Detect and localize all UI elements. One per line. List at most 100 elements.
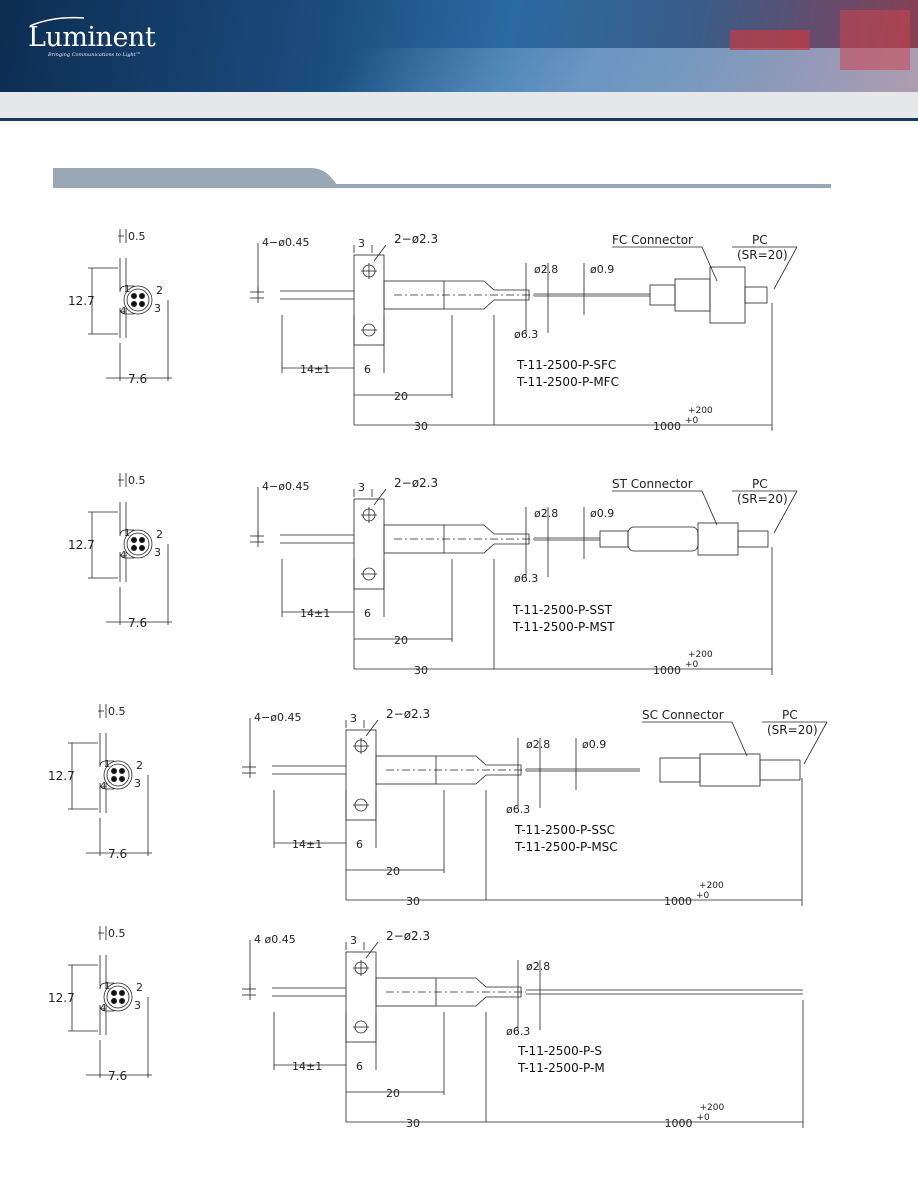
outer-diameter-6-3: ø6.3 bbox=[506, 1025, 530, 1038]
pin-4-label: 4 bbox=[120, 306, 126, 317]
connector-2 bbox=[599, 522, 769, 556]
thickness-label: 0.5 bbox=[108, 705, 126, 718]
pin-2-label: 2 bbox=[136, 981, 143, 994]
length-6-label: 6 bbox=[364, 363, 371, 376]
pin-3-label: 3 bbox=[154, 546, 161, 559]
header-decoration bbox=[730, 30, 810, 50]
tolerance-zero-label: +0 bbox=[696, 891, 710, 901]
flange-width-label: 3 bbox=[358, 237, 365, 250]
tolerance-plus-label: +200 bbox=[699, 881, 724, 891]
header-decoration-2 bbox=[840, 10, 910, 70]
width-label: 7.6 bbox=[128, 372, 147, 386]
length-1000-label: 1000 bbox=[653, 420, 681, 433]
outer-diameter-6-3: ø6.3 bbox=[506, 803, 530, 816]
header-rule bbox=[0, 118, 918, 121]
pin-3-label: 3 bbox=[154, 302, 161, 315]
length-6-label: 6 bbox=[364, 607, 371, 620]
flange-width-label: 3 bbox=[350, 934, 357, 947]
connector-label: SC Connector bbox=[642, 708, 724, 722]
pin-1-label: 1 bbox=[104, 759, 110, 770]
pin-2-label: 2 bbox=[156, 528, 163, 541]
mount-holes-label: 2−ø2.3 bbox=[386, 929, 430, 943]
flange-width-label: 3 bbox=[350, 712, 357, 725]
length-14-label: 14±1 bbox=[300, 363, 330, 376]
pin-4-label: 4 bbox=[100, 781, 106, 792]
length-30-label: 30 bbox=[414, 420, 428, 433]
length-30-label: 30 bbox=[414, 664, 428, 677]
height-label: 12.7 bbox=[48, 991, 75, 1005]
side-view: 0.5 1 2 3 4 12.7 7.6 bbox=[48, 926, 152, 1083]
width-label: 7.6 bbox=[108, 1069, 127, 1083]
thickness-label: 0.5 bbox=[128, 230, 146, 243]
thickness-label: 0.5 bbox=[108, 927, 126, 940]
height-label: 12.7 bbox=[68, 294, 95, 308]
length-14-label: 14±1 bbox=[300, 607, 330, 620]
pin-3-label: 3 bbox=[134, 999, 141, 1012]
part-number: T-11-2500-P-SFC bbox=[517, 358, 617, 372]
length-20-label: 20 bbox=[386, 865, 400, 878]
tolerance-zero-label: +0 bbox=[697, 1113, 711, 1123]
part-number: T-11-2500-P-MSC bbox=[515, 840, 618, 854]
tolerance-zero-label: +0 bbox=[685, 660, 699, 670]
pin-2-label: 2 bbox=[156, 284, 163, 297]
part-numbers: T-11-2500-P-SFC T-11-2500-P-MFC bbox=[517, 357, 619, 391]
length-6-label: 6 bbox=[356, 1060, 363, 1073]
tolerance-plus-label: +200 bbox=[688, 650, 713, 660]
pin-2-label: 2 bbox=[136, 759, 143, 772]
connector-3 bbox=[659, 753, 801, 787]
fiber-diameter-label: ø0.9 bbox=[590, 507, 614, 520]
sr-label: (SR=20) bbox=[737, 492, 788, 506]
pc-label: PC bbox=[752, 477, 768, 491]
header-bar bbox=[0, 92, 918, 118]
pin-1-label: 1 bbox=[104, 981, 110, 992]
length-30-label: 30 bbox=[406, 895, 420, 908]
lead-diameter-label: 4−ø0.45 bbox=[254, 711, 301, 724]
lead-diameter-label: 4−ø0.45 bbox=[262, 480, 309, 493]
part-number: T-11-2500-P-S bbox=[518, 1044, 602, 1058]
width-label: 7.6 bbox=[128, 616, 147, 630]
pc-label: PC bbox=[752, 233, 768, 247]
part-number: T-11-2500-P-MFC bbox=[517, 375, 619, 389]
pin-1-label: 1 bbox=[124, 528, 130, 539]
part-number: T-11-2500-P-MST bbox=[513, 620, 615, 634]
sr-label: (SR=20) bbox=[737, 248, 788, 262]
outer-diameter-6-3: ø6.3 bbox=[514, 572, 538, 585]
outer-diameter-6-3: ø6.3 bbox=[514, 328, 538, 341]
part-number: T-11-2500-P-SSC bbox=[515, 823, 615, 837]
fiber-diameter-label: ø0.9 bbox=[582, 738, 606, 751]
width-label: 7.6 bbox=[108, 847, 127, 861]
mount-holes-label: 2−ø2.3 bbox=[386, 707, 430, 721]
pin-4-label: 4 bbox=[100, 1003, 106, 1014]
lead-diameter-label: 4−ø0.45 bbox=[262, 236, 309, 249]
length-14-label: 14±1 bbox=[292, 838, 322, 851]
tolerance-plus-label: +200 bbox=[700, 1103, 725, 1113]
outer-diameter-2-8: ø2.8 bbox=[534, 263, 558, 276]
length-1000-label: 1000 bbox=[653, 664, 681, 677]
brand-logo: Luminent bbox=[28, 22, 156, 53]
length-20-label: 20 bbox=[386, 1087, 400, 1100]
length-20-label: 20 bbox=[394, 634, 408, 647]
length-20-label: 20 bbox=[394, 390, 408, 403]
outer-diameter-2-8: ø2.8 bbox=[534, 507, 558, 520]
pc-label: PC bbox=[782, 708, 798, 722]
sr-label: (SR=20) bbox=[767, 723, 818, 737]
height-label: 12.7 bbox=[48, 769, 75, 783]
length-30-label: 30 bbox=[406, 1117, 420, 1130]
brand-tagline: Bringing Communications to Light™ bbox=[48, 52, 141, 58]
tolerance-zero-label: +0 bbox=[685, 416, 699, 426]
mount-holes-label: 2−ø2.3 bbox=[394, 476, 438, 490]
side-view: 0.5 1 2 3 4 12.7 7.6 bbox=[48, 704, 152, 861]
length-14-label: 14±1 bbox=[292, 1060, 322, 1073]
pin-3-label: 3 bbox=[134, 777, 141, 790]
outer-diameter-2-8: ø2.8 bbox=[526, 960, 550, 973]
length-1000-label: 1000 bbox=[664, 895, 692, 908]
